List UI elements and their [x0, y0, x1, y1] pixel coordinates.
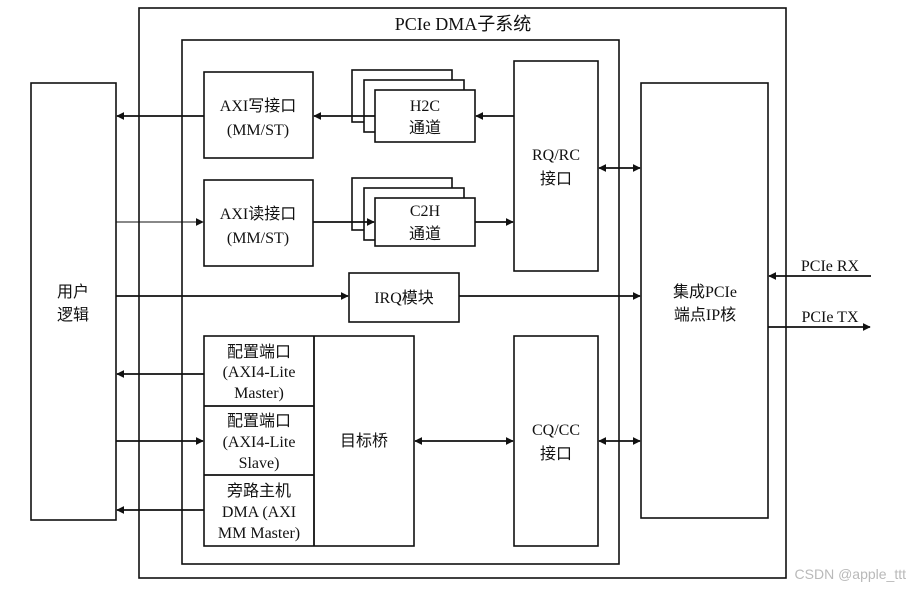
cq-cc-interface-block: CQ/CC 接口 — [513, 335, 599, 547]
bypass-line2: DMA (AXI — [222, 504, 296, 521]
watermark: CSDN @apple_ttt — [795, 566, 907, 582]
user-logic-line2: 逻辑 — [57, 306, 89, 324]
bypass-line3: MM Master) — [218, 525, 300, 542]
user-logic-line1: 用户 — [57, 283, 89, 301]
config-master-line1: 配置端口 — [227, 343, 291, 361]
config-master-line2: (AXI4-Lite — [223, 364, 296, 381]
subsystem-title: PCIe DMA子系统 — [395, 14, 532, 34]
config-slave-line3: Slave) — [239, 455, 280, 472]
pcie-core-line2: 端点IP核 — [674, 306, 736, 324]
c2h-channel-stack: C2H 通道 — [351, 177, 476, 247]
rq-rc-line2: 接口 — [540, 170, 572, 188]
axi-read-line1: AXI读接口 — [220, 205, 296, 223]
config-slave-line2: (AXI4-Lite — [223, 434, 296, 451]
user-logic-block: 用户 逻辑 — [30, 82, 117, 521]
pcie-tx-label: PCIe TX — [801, 309, 858, 326]
cq-cc-line1: CQ/CC — [532, 422, 580, 439]
config-master-line3: Master) — [234, 385, 284, 402]
axi-write-interface-block: AXI写接口 (MM/ST) — [203, 71, 314, 159]
h2c-line2: 通道 — [409, 119, 441, 137]
rq-rc-interface-block: RQ/RC 接口 — [513, 60, 599, 272]
h2c-line1: H2C — [410, 98, 440, 115]
c2h-line2: 通道 — [409, 225, 441, 243]
bypass-host-dma-cell: 旁路主机 DMA (AXI MM Master) — [218, 482, 300, 542]
cq-cc-line2: 接口 — [540, 445, 572, 463]
axi-read-interface-block: AXI读接口 (MM/ST) — [203, 179, 314, 267]
target-bridge-label: 目标桥 — [340, 432, 388, 450]
bypass-line1: 旁路主机 — [227, 482, 291, 500]
pcie-endpoint-core-block: 集成PCIe 端点IP核 — [640, 82, 769, 519]
irq-module-block: IRQ模块 — [348, 272, 460, 323]
axi-write-line1: AXI写接口 — [220, 97, 296, 115]
pcie-core-line1: 集成PCIe — [673, 283, 737, 301]
axi-read-line2: (MM/ST) — [227, 230, 289, 247]
rq-rc-line1: RQ/RC — [532, 147, 580, 164]
config-slave-line1: 配置端口 — [227, 412, 291, 430]
config-port-master-cell: 配置端口 (AXI4-Lite Master) — [223, 343, 296, 402]
h2c-channel-stack: H2C 通道 — [351, 69, 476, 143]
axi-write-line2: (MM/ST) — [227, 122, 289, 139]
target-bridge-group: 目标桥 — [203, 335, 415, 547]
irq-label: IRQ模块 — [374, 289, 434, 307]
c2h-line1: C2H — [410, 203, 441, 220]
config-port-slave-cell: 配置端口 (AXI4-Lite Slave) — [223, 412, 296, 472]
pcie-rx-label: PCIe RX — [801, 258, 860, 275]
